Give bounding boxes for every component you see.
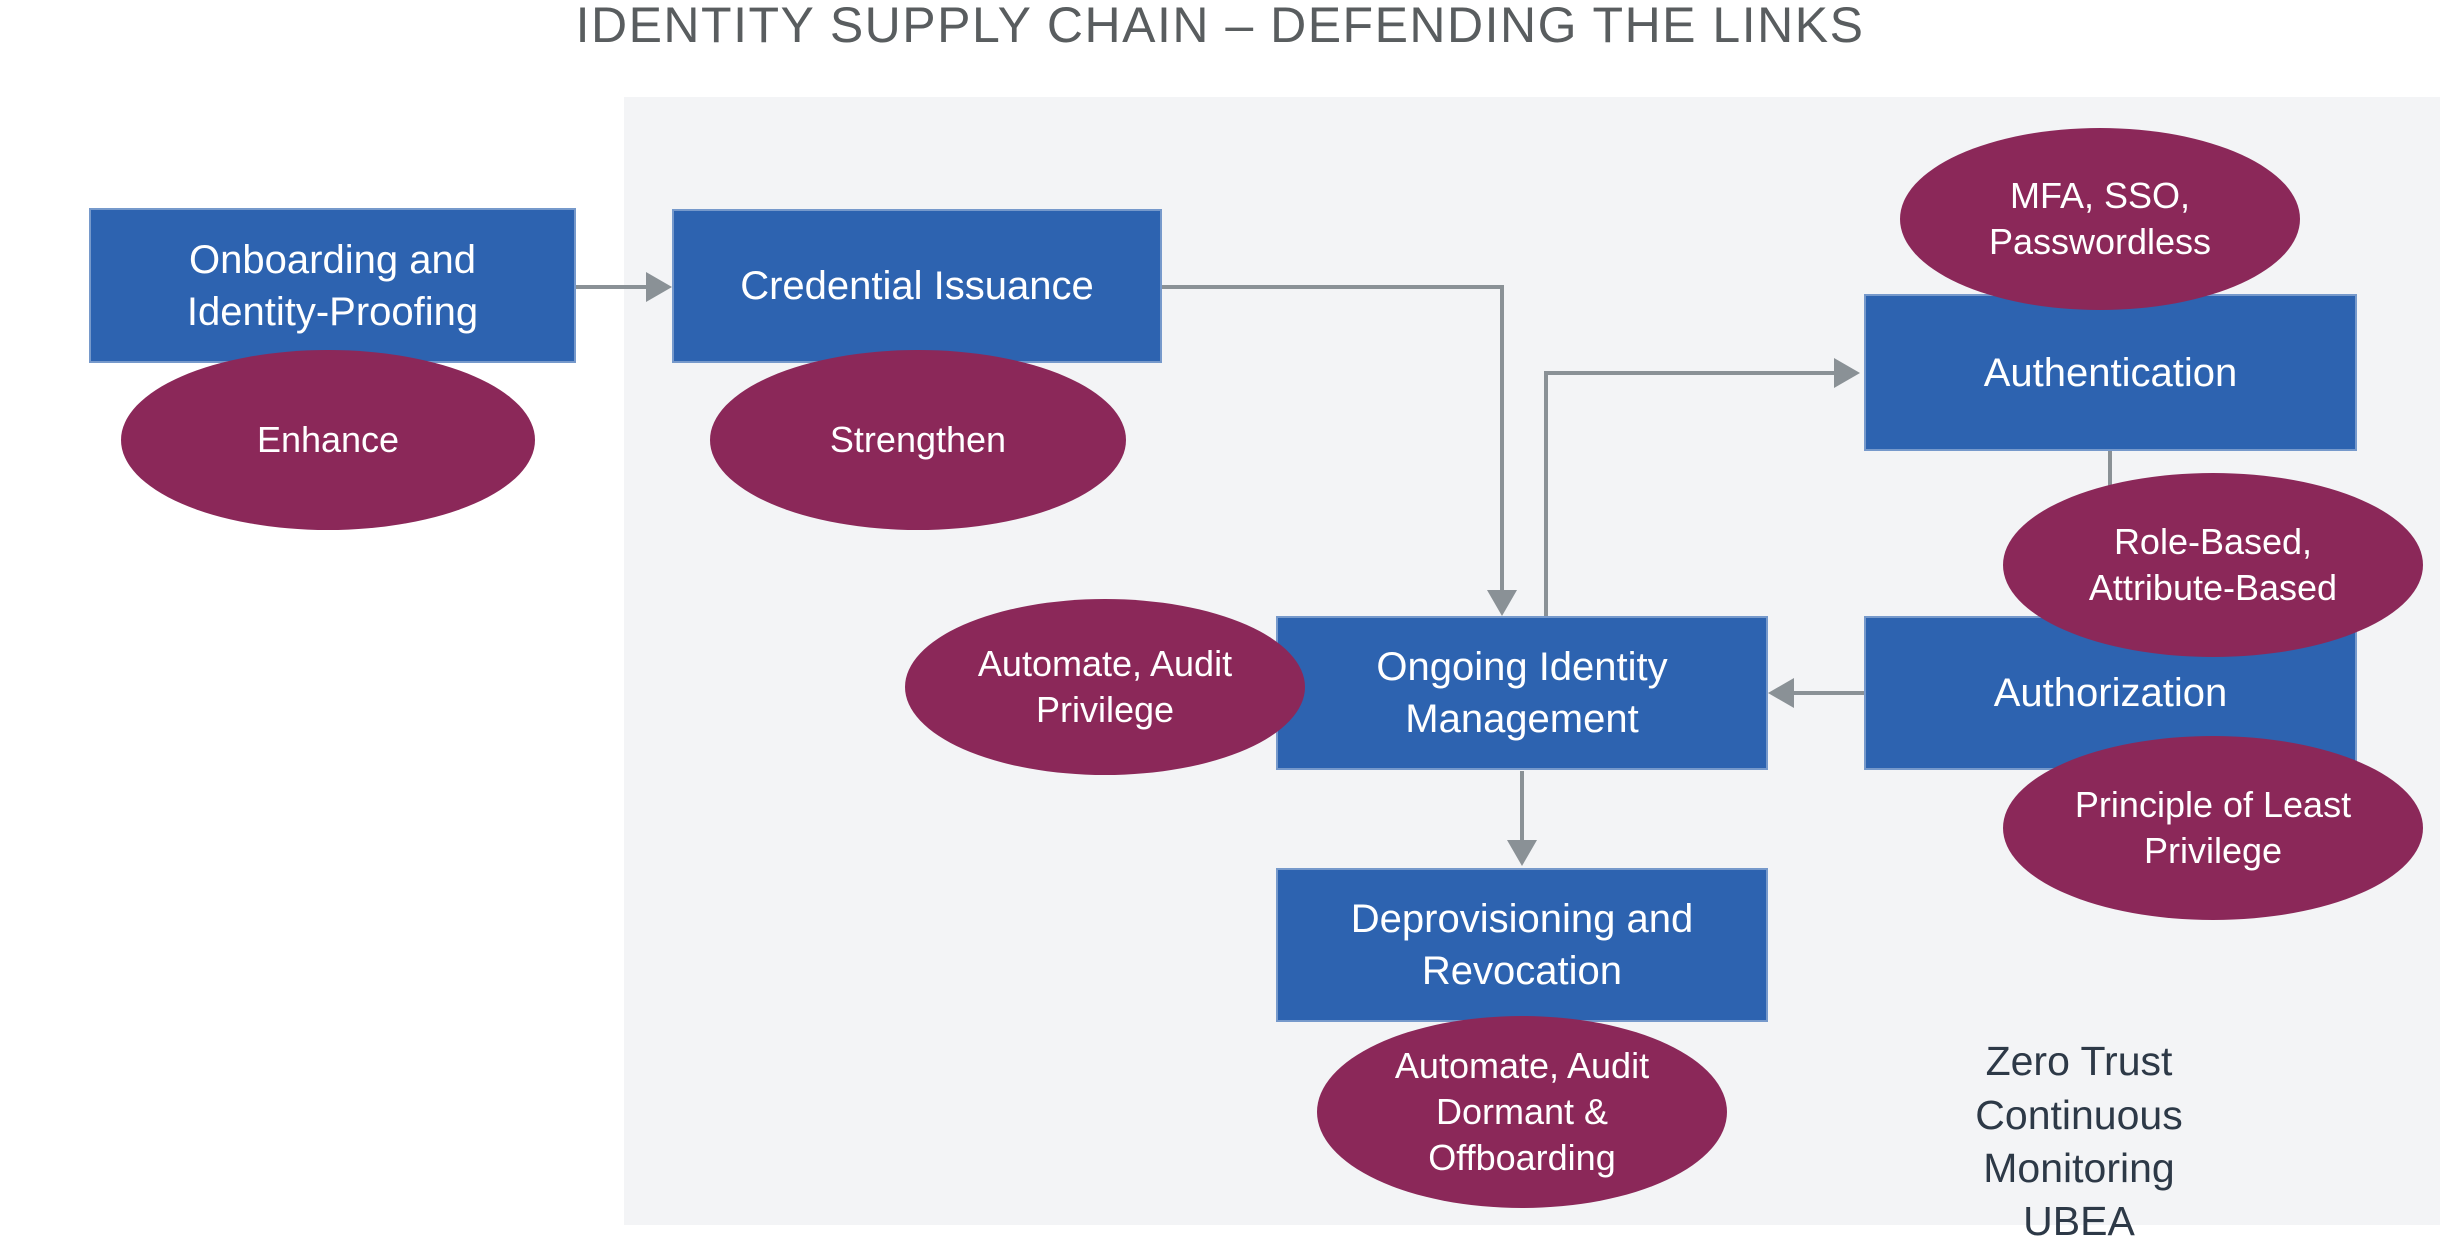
zero-trust-note-label: Zero Trust Continuous Monitoring UBEA	[1975, 1038, 2183, 1245]
badge-strengthen: Strengthen	[710, 350, 1126, 530]
node-deprovisioning: Deprovisioning and Revocation	[1276, 868, 1768, 1022]
node-deprovisioning-label: Deprovisioning and Revocation	[1350, 897, 1694, 993]
arrow-ongoing-to-authentication	[1544, 358, 1860, 617]
badge-mfa-sso-passwordless: MFA, SSO, Passwordless	[1900, 128, 2300, 310]
badge-enhance: Enhance	[121, 350, 535, 530]
node-credential-issuance-label: Credential Issuance	[740, 264, 1094, 308]
node-authentication: Authentication	[1864, 294, 2357, 451]
diagram-title: IDENTITY SUPPLY CHAIN – DEFENDING THE LI…	[575, 0, 1865, 53]
badge-role-attribute-based: Role-Based, Attribute-Based	[2003, 473, 2423, 657]
node-ongoing-identity-management: Ongoing Identity Management	[1276, 616, 1768, 770]
node-onboarding: Onboarding and Identity-Proofing	[89, 208, 576, 363]
badge-automate-audit-offboarding: Automate, Audit Dormant & Offboarding	[1317, 1016, 1727, 1208]
zero-trust-note: Zero Trust Continuous Monitoring UBEA	[1879, 982, 2279, 1245]
arrow-ongoing-to-deprovisioning	[1507, 771, 1537, 866]
badge-least-privilege-label: Principle of Least Privilege	[2074, 784, 2352, 871]
node-authentication-label: Authentication	[1983, 350, 2238, 395]
arrow-credential-to-ongoing	[1162, 285, 1517, 616]
node-ongoing-identity-management-label: Ongoing Identity Management	[1376, 645, 1668, 741]
badge-least-privilege: Principle of Least Privilege	[2003, 736, 2423, 920]
arrow-onboarding-to-credential	[576, 272, 672, 302]
node-onboarding-label: Onboarding and Identity-Proofing	[186, 237, 479, 334]
node-authorization-label: Authorization	[1993, 671, 2228, 715]
badge-automate-audit-privilege: Automate, Audit Privilege	[905, 599, 1305, 775]
badge-automate-audit-offboarding-label: Automate, Audit Dormant & Offboarding	[1394, 1045, 1650, 1178]
arrow-authorization-to-ongoing	[1768, 678, 1864, 708]
badge-enhance-label: Enhance	[256, 419, 400, 461]
node-credential-issuance: Credential Issuance	[672, 209, 1162, 363]
badge-mfa-sso-passwordless-label: MFA, SSO, Passwordless	[1988, 175, 2212, 262]
badge-strengthen-label: Strengthen	[829, 419, 1007, 461]
badge-role-attribute-based-label: Role-Based, Attribute-Based	[2088, 521, 2338, 608]
badge-automate-audit-privilege-label: Automate, Audit Privilege	[977, 643, 1233, 730]
